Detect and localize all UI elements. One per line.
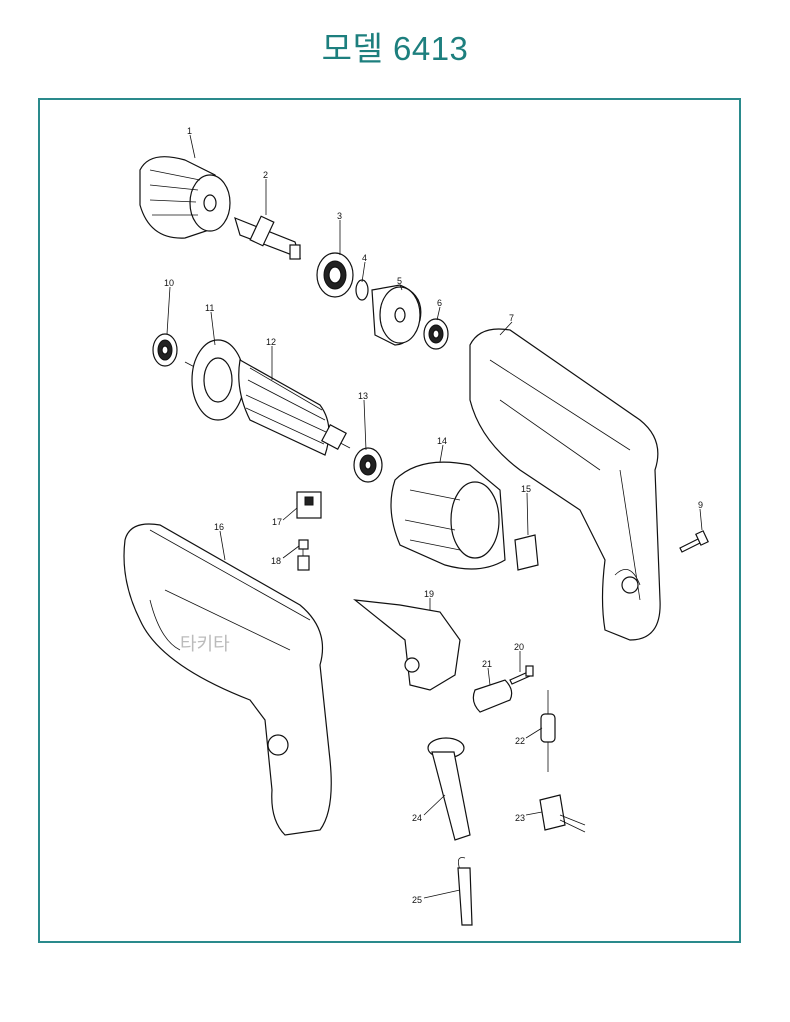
part-17-brush-holder[interactable] xyxy=(296,491,322,519)
part-6-ball-bearing[interactable] xyxy=(423,318,449,350)
part-22-noise-suppressor[interactable] xyxy=(540,690,556,772)
label-part-5: 5 xyxy=(397,276,402,286)
label-part-12: 12 xyxy=(266,337,276,347)
part-14-field[interactable] xyxy=(390,461,506,570)
label-part-22: 22 xyxy=(515,736,525,746)
part-18-carbon-brush[interactable] xyxy=(297,539,310,571)
label-part-7: 7 xyxy=(509,313,514,323)
label-part-11: 11 xyxy=(205,303,214,313)
part-2-spindle[interactable] xyxy=(234,215,301,260)
label-part-24: 24 xyxy=(412,813,422,823)
part-13-ball-bearing[interactable] xyxy=(353,447,383,483)
label-part-19: 19 xyxy=(424,589,434,599)
label-part-21: 21 xyxy=(482,659,492,669)
label-part-18: 18 xyxy=(271,556,281,566)
part-20-screw[interactable] xyxy=(509,665,534,685)
part-5-gear[interactable] xyxy=(371,284,422,346)
part-23-capacitor[interactable] xyxy=(539,794,586,833)
label-part-4: 4 xyxy=(362,253,367,263)
diagram-frame xyxy=(38,98,741,943)
label-part-1: 1 xyxy=(187,126,192,136)
part-15-insulation-plate[interactable] xyxy=(514,534,539,571)
part-21-strain-relief[interactable] xyxy=(472,679,513,713)
label-part-6: 6 xyxy=(437,298,442,308)
label-part-2: 2 xyxy=(263,170,268,180)
part-11-fan-12-armature[interactable] xyxy=(184,339,351,456)
part-19-switch[interactable] xyxy=(353,599,461,691)
label-part-10: 10 xyxy=(164,278,174,288)
part-7-housing-right[interactable] xyxy=(469,328,661,641)
label-part-15: 15 xyxy=(521,484,531,494)
part-16-housing-left[interactable]: 타키타 xyxy=(123,523,332,836)
label-part-16: 16 xyxy=(214,522,224,532)
part-9-screw[interactable] xyxy=(679,530,709,553)
label-part-25: 25 xyxy=(412,895,422,905)
part-24-cord-guard[interactable] xyxy=(427,737,471,841)
label-part-9: 9 xyxy=(698,500,703,510)
label-part-14: 14 xyxy=(437,436,447,446)
label-part-20: 20 xyxy=(514,642,524,652)
label-part-3: 3 xyxy=(337,211,342,221)
part-4-retaining-ring[interactable] xyxy=(355,279,369,301)
brand-watermark: 타키타 xyxy=(180,634,230,655)
part-10-ball-bearing[interactable] xyxy=(152,333,178,367)
part-25-power-cord[interactable] xyxy=(457,857,473,926)
label-part-23: 23 xyxy=(515,813,525,823)
page-title: 모델 6413 xyxy=(321,30,469,67)
part-1-drill-chuck[interactable] xyxy=(139,156,231,239)
label-part-17: 17 xyxy=(272,517,282,527)
label-part-13: 13 xyxy=(358,391,368,401)
part-3-ball-bearing[interactable] xyxy=(316,252,354,298)
